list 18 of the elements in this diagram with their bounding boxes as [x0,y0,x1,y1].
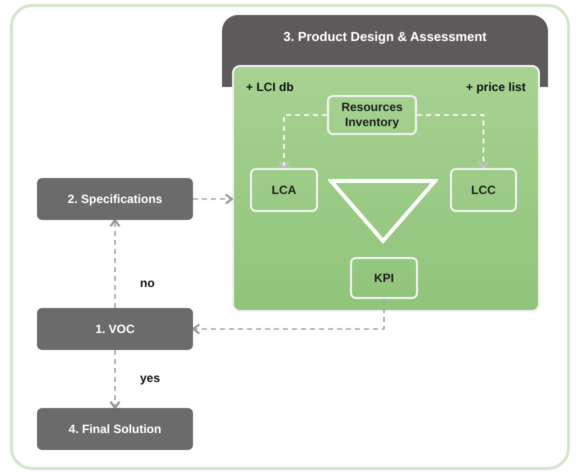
edge-label: yes [140,371,160,385]
dashed-arrow [193,193,234,205]
edge-label: no [140,276,155,290]
process-box: 1. VOC [37,308,193,350]
process-box: LCA [250,168,318,212]
process-box: Resources Inventory [327,95,417,135]
process-box: LCC [450,168,517,212]
dashed-arrow [192,299,385,335]
dashed-arrow [109,218,121,308]
dashed-arrow [278,114,327,170]
process-box: KPI [350,257,418,299]
process-box: 4. Final Solution [37,408,193,450]
edge-label: + price list [466,80,526,94]
triangle-shape [328,178,438,244]
dashed-arrow [109,350,121,410]
edge-label: + LCI db [246,80,294,94]
process-box: 2. Specifications [37,178,193,220]
dashed-arrow [417,114,490,170]
